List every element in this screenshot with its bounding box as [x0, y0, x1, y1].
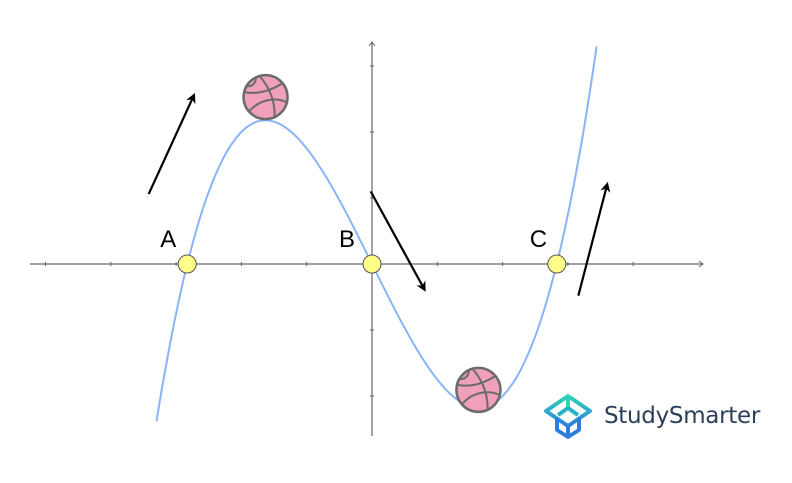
root-point-b [362, 254, 382, 274]
root-point-a [177, 254, 197, 274]
points: A B C [160, 226, 567, 274]
ball-seam [248, 98, 287, 112]
graduation-cap-box-icon [544, 394, 592, 439]
studysmarter-logo: StudySmarter [540, 392, 760, 440]
ball-at-maximum [242, 73, 289, 121]
basketball-icon [242, 73, 289, 121]
root-label-a: A [160, 226, 176, 253]
ball-seam [471, 368, 489, 411]
basketball-icon [455, 366, 502, 414]
x-axis-arrow [698, 260, 704, 268]
ball-seam [246, 76, 257, 88]
ball-at-minimum [455, 366, 502, 414]
cubic-curve [155, 46, 598, 422]
arrow-decreasing-middle [369, 190, 426, 292]
ball-seam [461, 391, 500, 405]
arrow-increasing-right [577, 181, 611, 296]
ball-seam [459, 369, 470, 380]
ball-seam [258, 75, 276, 119]
root-label-c: C [530, 226, 547, 253]
balls [242, 73, 502, 414]
arrows [147, 92, 611, 296]
axes [30, 41, 704, 436]
curve-layer [155, 46, 598, 422]
root-point-c [547, 254, 567, 274]
arrow-increasing-left [147, 92, 196, 195]
y-axis-arrow [368, 41, 376, 47]
ball-seam [457, 375, 496, 387]
root-label-b: B [339, 226, 355, 253]
ball-seam [244, 82, 284, 94]
logo-text: StudySmarter [604, 403, 760, 429]
